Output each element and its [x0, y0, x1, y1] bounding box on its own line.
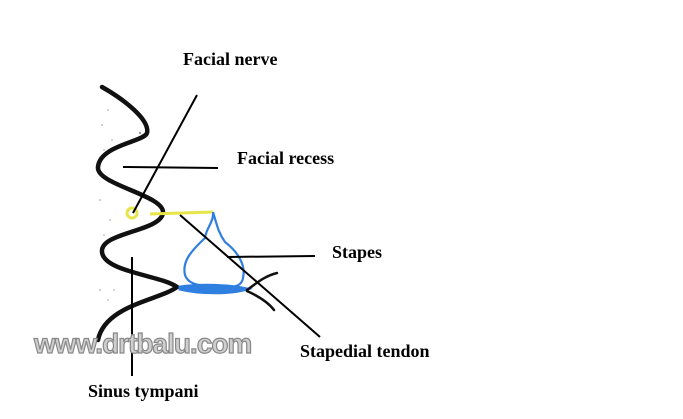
label-facial-recess: Facial recess	[237, 148, 335, 168]
facial-nerve-ring	[125, 206, 139, 220]
stapedial-tendon-line	[149, 210, 214, 216]
stapes-outline	[183, 211, 245, 289]
leader-stapedial-tendon	[179, 214, 321, 338]
watermark: www.drtbalu.com	[33, 327, 253, 359]
label-facial-nerve: Facial nerve	[183, 49, 278, 69]
annular-ligament	[245, 271, 279, 312]
label-sinus-tympani: Sinus tympani	[88, 381, 199, 401]
leader-facial-nerve	[132, 94, 198, 214]
leader-stapes	[226, 255, 316, 258]
leader-lines	[122, 94, 321, 376]
leader-facial-recess	[122, 166, 219, 169]
bone-stipple	[99, 109, 142, 301]
stapes-footplate	[178, 283, 253, 295]
label-stapes: Stapes	[332, 242, 383, 262]
label-stapedial-tendon: Stapedial tendon	[300, 341, 430, 361]
